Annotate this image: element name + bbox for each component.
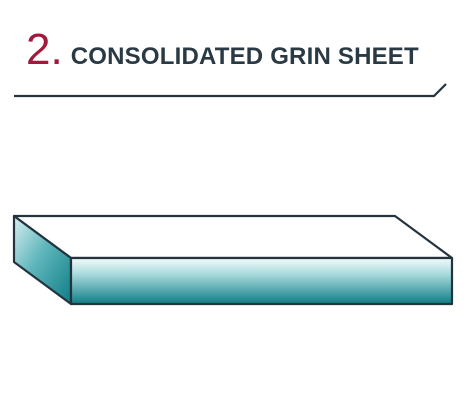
step-number: 2. (26, 25, 63, 74)
slab-front-face (69, 256, 454, 306)
section-heading: 2. CONSOLIDATED GRIN SHEET (26, 22, 419, 78)
slab-top-face (12, 214, 454, 260)
section-title: CONSOLIDATED GRIN SHEET (70, 43, 419, 70)
